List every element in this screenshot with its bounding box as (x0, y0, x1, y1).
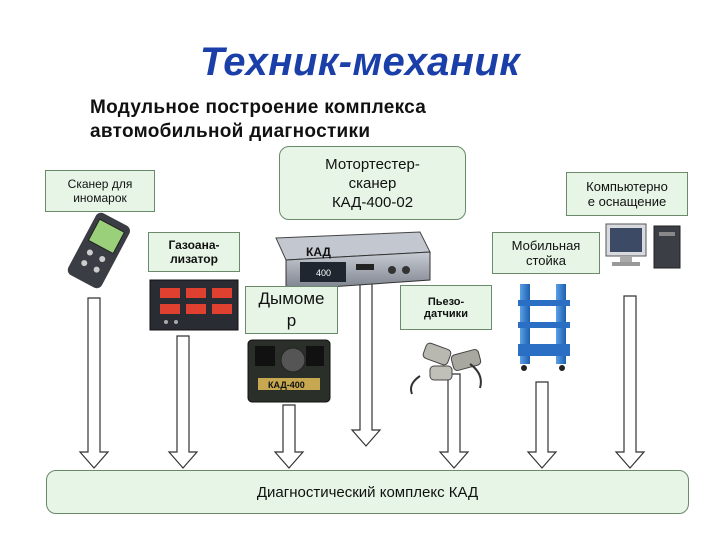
computer-icon (605, 223, 681, 269)
motortester-box: Мотортестер- сканер КАД-400-02 (279, 146, 466, 220)
arrows (78, 271, 646, 469)
arrow-stand (526, 381, 558, 469)
subtitle: Модульное построение комплекса автомобил… (90, 96, 426, 144)
arrow-smoke (273, 404, 305, 469)
arrow-piezo (438, 373, 470, 469)
arrow-kad (350, 271, 382, 447)
smoke-meter-device-label: КАД-400 (268, 380, 305, 390)
arrow-gas (167, 335, 199, 469)
page-title: Техник-механик (199, 40, 521, 84)
mobile-stand-box: Мобильная стойка (492, 232, 600, 274)
subtitle-line-2: автомобильной диагностики (90, 121, 371, 142)
gas-analyzer-label: Газоана- лизатор (168, 238, 220, 266)
smoke-meter-box: Дымоме р (245, 286, 338, 334)
computer-box: Компьютерно е оснащение (566, 172, 688, 216)
kad-panel-label: КАД (306, 245, 331, 259)
arrow-computer (614, 295, 646, 469)
piezo-box: Пьезо- датчики (400, 285, 492, 330)
smoke-meter-icon (247, 339, 331, 403)
gas-analyzer-box: Газоана- лизатор (148, 232, 240, 272)
piezo-label: Пьезо- датчики (424, 295, 468, 320)
mobile-stand-label: Мобильная стойка (511, 238, 581, 268)
smoke-meter-label: Дымоме р (258, 289, 325, 330)
mobile-stand-icon (518, 284, 570, 371)
computer-label: Компьютерно е оснащение (586, 179, 668, 209)
subtitle-line-1: Модульное построение комплекса (90, 97, 427, 118)
diagnostic-complex-label: Диагностический комплекс КАД (256, 483, 479, 501)
gas-analyzer-icon (149, 279, 239, 331)
scanner-foreign-box: Сканер для иномарок (45, 170, 155, 212)
kad-400-unit-icon (275, 231, 431, 291)
handheld-scanner-icon (67, 212, 130, 289)
scanner-foreign-label: Сканер для иномарок (67, 177, 133, 205)
piezo-sensors-icon (410, 342, 482, 395)
diagnostic-complex-box: Диагностический комплекс КАД (46, 470, 689, 514)
kad-model-label: 400 (316, 268, 331, 278)
motortester-label: Мотортестер- сканер КАД-400-02 (325, 155, 420, 211)
arrow-scanner (78, 297, 110, 469)
